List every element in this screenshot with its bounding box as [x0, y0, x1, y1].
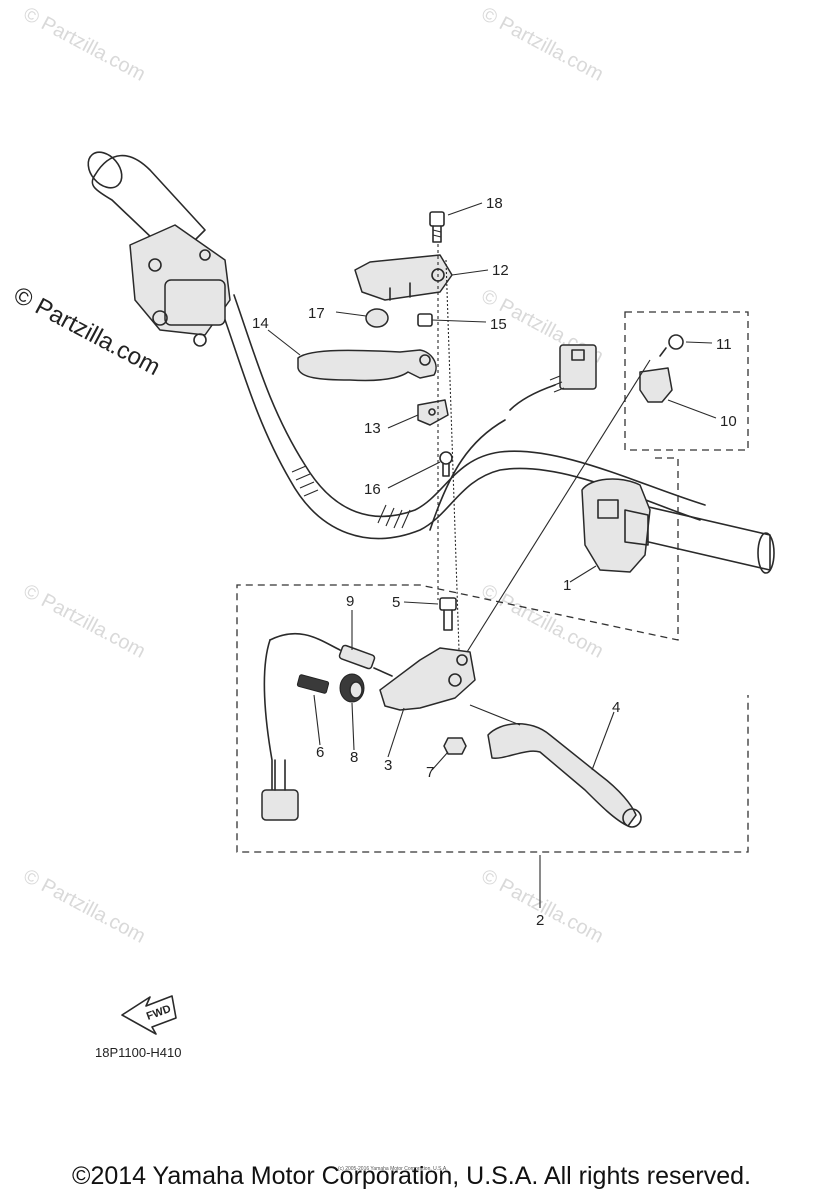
- part-4-lever: [469, 704, 642, 828]
- part-13-bracket: [417, 399, 449, 426]
- callout-9: 9: [346, 593, 354, 610]
- part-3-bracket: [379, 647, 476, 711]
- part-10-clamp: [639, 367, 673, 403]
- part-1-switch: [581, 478, 651, 573]
- leader-lines: [267, 202, 717, 908]
- part-7-nut: [443, 737, 467, 755]
- diagram-code: 18P1100-H410: [95, 1045, 182, 1060]
- part-6-screw: [296, 674, 330, 694]
- part-18-bolt: [429, 211, 445, 243]
- callout-18: 18: [486, 195, 503, 212]
- callout-3: 3: [384, 757, 392, 774]
- callout-11: 11: [716, 336, 732, 353]
- part-16-screw: [439, 451, 453, 477]
- callout-2: 2: [536, 912, 544, 929]
- fwd-arrow-icon: FWD: [121, 995, 177, 1035]
- part-11-screw: [659, 334, 684, 357]
- connector-top: [429, 344, 597, 531]
- callout-10: 10: [720, 413, 737, 430]
- left-grip-assembly: [87, 151, 231, 347]
- copyright-notice: ©2014 Yamaha Motor Corporation, U.S.A. A…: [72, 1162, 751, 1190]
- watermark-6: © Partzilla.com: [20, 865, 149, 948]
- watermark-5: © Partzilla.com: [478, 580, 607, 663]
- part-15-nut: [417, 313, 433, 327]
- callout-14: 14: [252, 315, 269, 332]
- watermark-4: © Partzilla.com: [20, 580, 149, 663]
- callout-1: 1: [563, 577, 571, 594]
- part-9-switch: [263, 632, 393, 791]
- callout-8: 8: [350, 749, 358, 766]
- callout-7: 7: [426, 764, 434, 781]
- dashed-outlines: [236, 311, 749, 853]
- callout-15: 15: [490, 316, 507, 333]
- part-5-bolt: [439, 597, 457, 631]
- callout-12: 12: [492, 262, 509, 279]
- small-credit: (c) 2005-2016 Yamaha Motor Corporation, …: [338, 1166, 448, 1172]
- connector-bottom: [261, 759, 299, 821]
- callout-13: 13: [364, 420, 381, 437]
- callout-4: 4: [612, 699, 620, 716]
- watermark-7: © Partzilla.com: [478, 865, 607, 948]
- part-14-lever: [297, 349, 437, 382]
- callout-5: 5: [392, 594, 400, 611]
- handlebar: [217, 294, 775, 574]
- center-line: [437, 244, 651, 681]
- part-17-knob: [365, 308, 389, 328]
- watermark-2: © Partzilla.com: [478, 3, 607, 86]
- callout-17: 17: [308, 305, 325, 322]
- callout-16: 16: [364, 481, 381, 498]
- callout-6: 6: [316, 744, 324, 761]
- watermark-1: © Partzilla.com: [20, 3, 149, 86]
- part-8-adjuster: [339, 673, 365, 703]
- callouts: 18 12 17 15 14 11 10 13 16 1 9 5 4 6 8 3…: [252, 195, 737, 929]
